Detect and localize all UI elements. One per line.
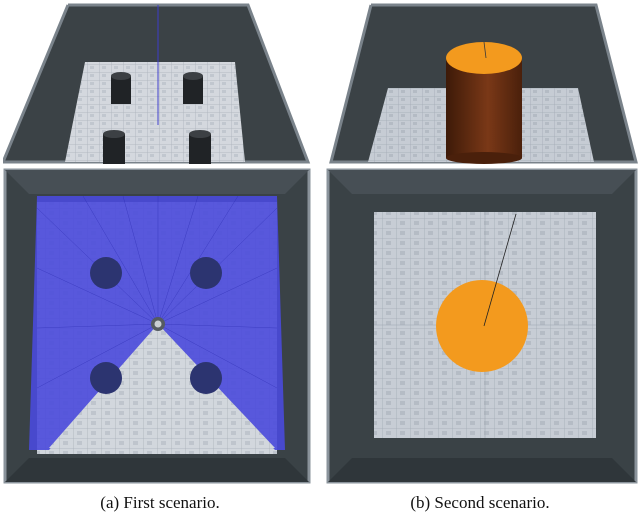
obstacle-cylinder bbox=[103, 72, 211, 164]
caption-first-scenario: (a) First scenario. bbox=[100, 493, 220, 512]
panel-b-perspective-view bbox=[329, 3, 638, 164]
obstacle-cylinder bbox=[436, 280, 528, 372]
caption-second-scenario: (b) Second scenario. bbox=[410, 493, 550, 512]
sensor-icon bbox=[151, 317, 165, 331]
panel-a-perspective-view bbox=[3, 3, 311, 164]
panel-a-top-view bbox=[3, 168, 311, 484]
obstacle-cylinder bbox=[446, 41, 522, 164]
floor bbox=[65, 62, 245, 162]
panel-b-top-view bbox=[326, 168, 638, 484]
obstacle-cylinder bbox=[90, 257, 222, 394]
